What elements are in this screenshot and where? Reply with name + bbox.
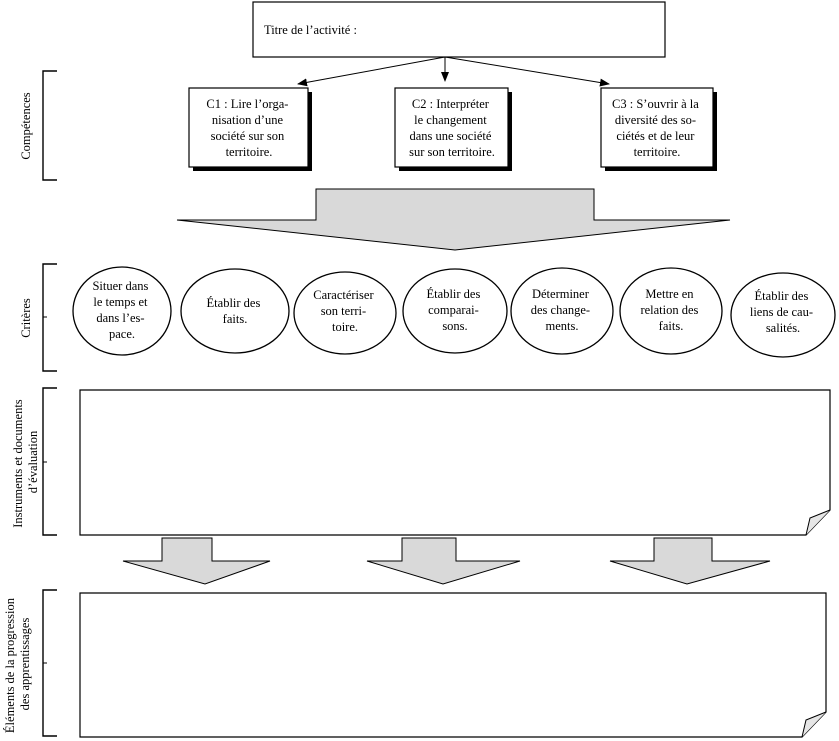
small-down-arrow-3	[609, 537, 771, 585]
critere-ellipse-7[interactable]: Établir des liens de cau- salités.	[730, 272, 836, 358]
label-progression: Éléments de la progression des apprentis…	[3, 595, 32, 733]
competence-box-c2[interactable]: C2 : Interpréter le changement dans une …	[394, 87, 512, 171]
critere-ellipse-1[interactable]: Situer dans le temps et dans l’es- pace.	[72, 266, 172, 356]
title-connectors	[297, 56, 610, 87]
svg-text:C3 : S’ouvrir à la div: C3 : S’ouvrir à la diversité des so- cié…	[612, 97, 702, 159]
instruments-box[interactable]	[79, 389, 831, 536]
svg-text:Établir des liens de c: Établir des liens de cau- salités.	[750, 289, 816, 335]
progression-box[interactable]	[79, 592, 827, 738]
bracket-competences	[42, 70, 57, 181]
label-competences: Compétences	[19, 92, 33, 159]
title-box[interactable]: Titre de l’activité :	[252, 1, 666, 58]
svg-text:Établir des faits.: Établir des faits.	[207, 296, 264, 326]
svg-text:Déterminer des change-: Déterminer des change- ments.	[531, 287, 593, 333]
critere-ellipse-4[interactable]: Établir des comparai- sons.	[402, 268, 508, 354]
svg-text:C2 : Interpréter le ch: C2 : Interpréter le changement dans une …	[409, 97, 495, 159]
criteria-ellipses: Situer dans le temps et dans l’es- pace.…	[72, 266, 836, 358]
big-down-arrow	[176, 188, 731, 251]
competence-box-c3[interactable]: C3 : S’ouvrir à la diversité des so- cié…	[600, 87, 717, 171]
connector-arrow-c3	[444, 56, 610, 87]
critere-ellipse-5[interactable]: Déterminer des change- ments.	[510, 267, 614, 355]
connector-arrow-c1	[297, 56, 446, 87]
competence-boxes: C1 : Lire l’orga- nisation d’une société…	[188, 87, 717, 171]
critere-ellipse-3[interactable]: Caractériser son terri- toire.	[293, 271, 397, 355]
side-labels: Compétences Critères Instruments et docu…	[3, 92, 40, 733]
title-box-label: Titre de l’activité :	[264, 23, 357, 37]
svg-text:Caractériser son terri: Caractériser son terri- toire.	[313, 288, 377, 334]
critere-ellipse-6[interactable]: Mettre en relation des faits.	[619, 267, 723, 355]
label-criteres: Critères	[19, 298, 33, 338]
small-down-arrow-1	[122, 537, 271, 585]
left-brackets	[42, 70, 57, 737]
svg-text:Mettre en relation des: Mettre en relation des faits.	[640, 287, 701, 333]
label-instruments: Instruments et documents d’évaluation	[11, 396, 40, 528]
svg-text:C1 : Lire l’orga- nisa: C1 : Lire l’orga- nisation d’une société…	[206, 97, 291, 159]
critere-ellipse-2[interactable]: Établir des faits.	[180, 268, 290, 354]
svg-text:Situer dans le temps e: Situer dans le temps et dans l’es- pace.	[92, 279, 151, 341]
svg-text:Établir des comparai-: Établir des comparai- sons.	[427, 287, 484, 333]
competence-box-c1[interactable]: C1 : Lire l’orga- nisation d’une société…	[188, 87, 312, 171]
small-down-arrow-2	[366, 537, 521, 585]
small-down-arrows	[122, 537, 771, 585]
